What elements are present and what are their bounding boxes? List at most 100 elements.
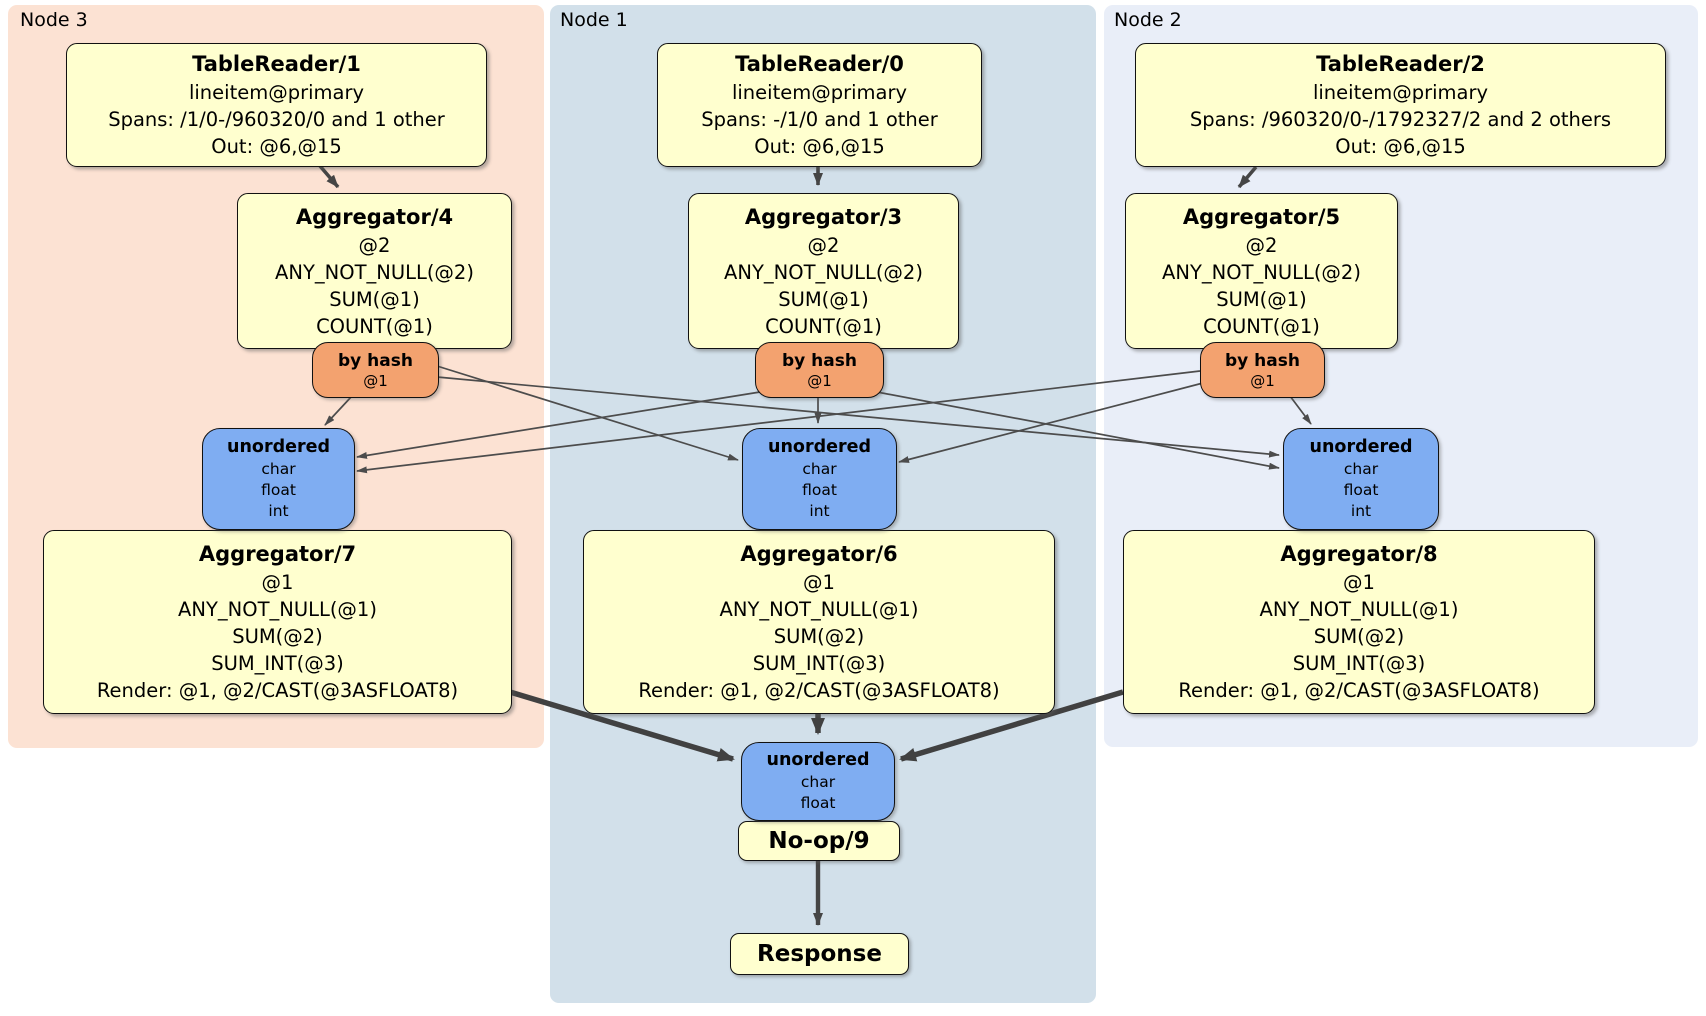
hash-router-title: by hash [782, 350, 857, 371]
box-line: Render: @1, @2/CAST(@3ASFLOAT8) [96, 679, 459, 702]
sync-column: char [802, 460, 837, 478]
box-line: Out: @6,@15 [211, 135, 342, 158]
box-title: Aggregator/8 [1280, 542, 1438, 566]
sync-column: float [800, 794, 836, 812]
box-title: TableReader/0 [735, 52, 904, 76]
processor-aggregator-3: Aggregator/3 @2 ANY_NOT_NULL(@2) SUM(@1)… [688, 193, 959, 349]
edge-hashL-syncC [436, 365, 739, 461]
box-title: Aggregator/5 [1182, 204, 1341, 229]
box-line: Spans: /1/0-/960320/0 and 1 other [108, 108, 445, 131]
hash-router-node2: by hash @1 [1200, 342, 1325, 398]
box-line: @1 [261, 571, 294, 594]
agg-finalsync-edges [509, 689, 1124, 762]
box-line: Out: @6,@15 [1335, 135, 1466, 158]
hash-router-key: @1 [1250, 371, 1275, 390]
box-title: No-op/9 [768, 828, 870, 854]
sync-column: char [1343, 460, 1379, 478]
box-line: lineitem@primary [1312, 81, 1489, 104]
sync-column: int [268, 502, 289, 520]
sync-column: float [261, 481, 296, 499]
hash-router-title: by hash [338, 350, 413, 371]
edge-hashR-syncC [898, 382, 1204, 463]
sync-column: float [802, 481, 837, 499]
edge-hashR-syncR [1289, 395, 1312, 425]
hash-router-title: by hash [1225, 350, 1300, 371]
box-line: COUNT(@1) [316, 314, 433, 338]
sync-column: int [809, 502, 830, 520]
processor-aggregator-7: Aggregator/7 @1 ANY_NOT_NULL(@1) SUM(@2)… [43, 530, 512, 714]
box-line: ANY_NOT_NULL(@1) [719, 598, 919, 621]
box-line: Spans: -/1/0 and 1 other [701, 108, 938, 131]
box-line: ANY_NOT_NULL(@1) [178, 598, 377, 621]
edge-hashR-syncL [356, 370, 1201, 474]
hash-sync-edges [324, 365, 1312, 474]
sync-title: unordered [1309, 437, 1413, 457]
processor-aggregator-4: Aggregator/4 @2 ANY_NOT_NULL(@2) SUM(@1)… [237, 193, 512, 349]
edge-tr1-agg4 [318, 164, 340, 189]
sync-unordered-final: unordered char float [741, 742, 895, 821]
box-line: Render: @1, @2/CAST(@3ASFLOAT8) [638, 679, 1000, 702]
box-line: SUM(@1) [1216, 287, 1307, 311]
box-line: SUM_INT(@3) [211, 652, 344, 675]
box-line: @1 [1343, 571, 1375, 594]
box-line: Spans: /960320/0-/1792327/2 and 2 others [1189, 108, 1612, 131]
box-line: ANY_NOT_NULL(@2) [1162, 260, 1361, 284]
box-line: Render: @1, @2/CAST(@3ASFLOAT8) [1178, 679, 1540, 702]
box-line: SUM(@2) [773, 625, 865, 648]
sync-unordered-node1: unordered char float int [742, 428, 897, 530]
box-title: TableReader/2 [1316, 52, 1485, 76]
box-title: Aggregator/6 [740, 542, 898, 566]
edge-tr2-agg5 [1237, 165, 1258, 189]
sync-unordered-node2: unordered char float int [1283, 428, 1439, 530]
box-line: SUM_INT(@3) [752, 652, 886, 675]
box-line: lineitem@primary [731, 81, 908, 104]
box-title: Aggregator/3 [744, 204, 903, 229]
response-box: Response [730, 933, 909, 975]
processor-aggregator-8: Aggregator/8 @1 ANY_NOT_NULL(@1) SUM(@2)… [1123, 530, 1595, 714]
box-line: ANY_NOT_NULL(@1) [1259, 598, 1459, 621]
edge-hashC-syncR [876, 391, 1280, 470]
processor-noop-9: No-op/9 [738, 821, 900, 861]
box-line: SUM(@1) [778, 287, 869, 311]
box-title: Response [757, 941, 882, 967]
processor-tablereader-0: TableReader/0 lineitem@primary Spans: -/… [657, 43, 982, 167]
sync-title: unordered [766, 750, 870, 770]
sync-title: unordered [768, 437, 871, 457]
node3-label: Node 3 [20, 9, 88, 31]
box-line: @2 [807, 233, 840, 257]
sync-title: unordered [227, 437, 330, 457]
hash-router-node3: by hash @1 [312, 342, 439, 398]
sync-column: float [1343, 481, 1379, 499]
edge-agg7-sync [509, 689, 735, 762]
box-line: Out: @6,@15 [754, 135, 885, 158]
sync-column: char [261, 460, 296, 478]
processor-aggregator-6: Aggregator/6 @1 ANY_NOT_NULL(@1) SUM(@2)… [583, 530, 1055, 714]
box-line: COUNT(@1) [765, 314, 882, 338]
hash-router-key: @1 [363, 371, 388, 390]
box-line: SUM(@1) [329, 287, 420, 311]
hash-router-node1: by hash @1 [755, 342, 884, 398]
hash-router-key: @1 [807, 371, 832, 390]
node1-label: Node 1 [560, 9, 628, 31]
edge-hashC-syncL [356, 391, 761, 459]
node2-label: Node 2 [1114, 9, 1182, 31]
box-line: ANY_NOT_NULL(@2) [275, 260, 474, 284]
box-line: SUM(@2) [1313, 625, 1405, 648]
box-line: SUM_INT(@3) [1292, 652, 1426, 675]
box-title: Aggregator/4 [295, 204, 454, 229]
processor-aggregator-5: Aggregator/5 @2 ANY_NOT_NULL(@2) SUM(@1)… [1125, 193, 1398, 349]
tr-agg-edges [318, 164, 1258, 189]
box-line: @1 [803, 571, 835, 594]
processor-tablereader-2: TableReader/2 lineitem@primary Spans: /9… [1135, 43, 1666, 167]
box-line: @2 [358, 233, 391, 257]
box-line: SUM(@2) [232, 625, 323, 648]
sync-column: int [1350, 502, 1372, 520]
box-line: COUNT(@1) [1203, 314, 1320, 338]
box-title: TableReader/1 [192, 52, 361, 76]
processor-tablereader-1: TableReader/1 lineitem@primary Spans: /1… [66, 43, 487, 167]
edge-hashL-syncL [324, 395, 353, 426]
sync-column: char [800, 773, 836, 791]
box-line: lineitem@primary [188, 81, 365, 104]
